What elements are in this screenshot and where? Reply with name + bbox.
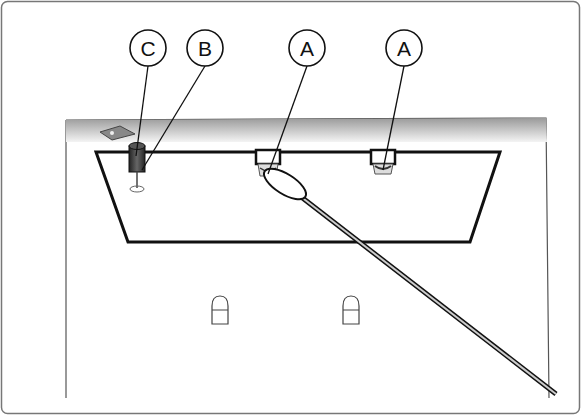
leader-line [136,66,148,156]
callout-circle [289,30,325,66]
leader-line [383,66,404,170]
callout-circle [187,30,223,66]
callout-circle [130,30,166,66]
connector-slot [371,150,395,174]
callout-letter: B [190,38,220,59]
callout-letter: A [389,38,419,59]
callout-letter: C [133,38,163,59]
panel-outline [66,118,549,398]
callout-group [130,30,422,174]
recess [96,152,500,242]
callout-circle [386,30,422,66]
panel-outline [65,120,66,398]
cleaning-swab [259,163,556,394]
leader-line [142,66,205,170]
foot-bump [343,296,359,324]
callout-letter: A [292,38,322,59]
foot-bump [212,296,228,324]
leader-line [268,66,307,174]
